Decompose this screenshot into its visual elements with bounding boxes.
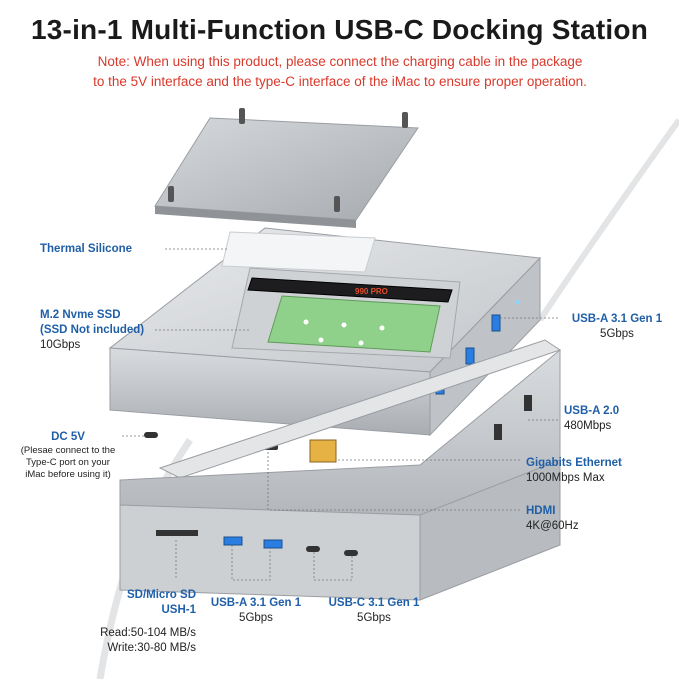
power-led — [516, 300, 520, 304]
sd-read-speed: Read:50-104 MB/s — [100, 627, 196, 639]
label-usb-a-3-1-bottom: USB-A 3.1 Gen 1 5Gbps — [204, 596, 308, 626]
usb-a-3-1-port-bottom-2 — [263, 539, 283, 549]
usb-c-3-1-title: USB-C 3.1 Gen 1 — [328, 597, 420, 609]
hdmi-speed: 4K@60Hz — [526, 520, 579, 532]
label-hdmi: HDMI 4K@60Hz — [526, 504, 579, 534]
label-sd-card: SD/Micro SD USH-1 Read:50-104 MB/s Write… — [80, 588, 196, 656]
sd-card-slot — [156, 530, 198, 536]
usb-a-3-1-port-bottom-1 — [223, 536, 243, 546]
label-usb-c-3-1: USB-C 3.1 Gen 1 5Gbps — [322, 596, 426, 626]
sd-title-2: USH-1 — [161, 604, 196, 616]
ethernet-speed: 1000Mbps Max — [526, 472, 605, 484]
usb-c-3-1-port-2 — [344, 550, 358, 556]
usage-note: Note: When using this product, please co… — [40, 52, 640, 92]
screw-icon — [168, 108, 408, 212]
ssd-note: (SSD Not included) — [40, 324, 145, 336]
label-usb-a-2-0: USB-A 2.0 480Mbps — [564, 404, 619, 434]
cover-plate — [154, 108, 419, 228]
nvme-ssd — [247, 277, 453, 303]
charging-cable — [537, 118, 679, 322]
usb-a-3-1-right-speed: 5Gbps — [600, 328, 634, 340]
dc-title: DC 5V — [51, 431, 85, 443]
usb-a-3-1-bottom-title: USB-A 3.1 Gen 1 — [210, 597, 302, 609]
label-ethernet: Gigabits Ethernet 1000Mbps Max — [526, 456, 622, 486]
ssd-slot-pcb — [267, 295, 441, 353]
page-title: 13-in-1 Multi-Function USB-C Docking Sta… — [31, 14, 648, 45]
label-ssd: M.2 Nvme SSD (SSD Not included) 10Gbps — [40, 308, 144, 353]
label-thermal-silicone: Thermal Silicone — [40, 243, 133, 255]
sd-write-speed: Write:30-80 MB/s — [107, 642, 196, 654]
usb-a-2-0-ports — [494, 395, 532, 440]
dc-note-3: iMac before using it) — [25, 469, 111, 480]
dc-note-1: (Plesae connect to the — [20, 445, 116, 456]
usb-a-2-0-speed: 480Mbps — [564, 420, 612, 432]
thermal-silicone-pad — [221, 231, 376, 273]
ethernet-port — [309, 439, 337, 463]
usb-c-3-1-speed: 5Gbps — [357, 612, 391, 624]
sd-title-1: SD/Micro SD — [126, 589, 196, 601]
ethernet-title: Gigabits Ethernet — [526, 457, 622, 469]
usb-a-2-0-title: USB-A 2.0 — [564, 405, 620, 417]
hdmi-title: HDMI — [526, 505, 556, 517]
dc-note-2: Type-C port on your — [26, 457, 110, 468]
ssd-brand-label: 990 PRO — [355, 287, 388, 296]
callout-lines — [122, 248, 560, 581]
ssd-title: M.2 Nvme SSD — [40, 309, 121, 321]
upper-module: 990 PRO — [108, 227, 542, 463]
usb-a-3-1-right-title: USB-A 3.1 Gen 1 — [571, 313, 663, 325]
note-line-2: to the 5V interface and the type-C inter… — [93, 74, 587, 89]
usb-c-3-1-port-1 — [306, 546, 320, 552]
label-dc-5v: DC 5V (Plesae connect to the Type-C port… — [12, 430, 124, 481]
label-usb-a-3-1-right: USB-A 3.1 Gen 1 5Gbps — [562, 312, 672, 342]
ssd-speed: 10Gbps — [40, 339, 81, 351]
usb-a-3-1-bottom-speed: 5Gbps — [239, 612, 273, 624]
dc-5v-port — [144, 432, 158, 438]
note-line-1: Note: When using this product, please co… — [97, 54, 583, 69]
